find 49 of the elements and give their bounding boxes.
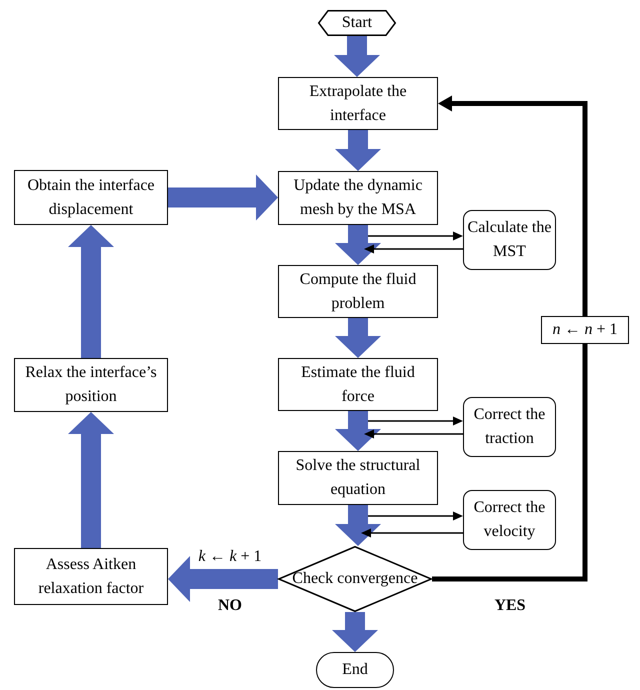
node-text: End (342, 660, 368, 680)
arrow (432, 96, 588, 582)
node-text: Estimate the fluid force (300, 362, 416, 406)
decision-diamond (278, 546, 432, 612)
node-text: Relax the interface’s position (24, 363, 158, 407)
block-arrow (334, 36, 380, 77)
block-arrow (168, 174, 278, 220)
block-arrow (68, 225, 114, 358)
process-box (278, 358, 438, 411)
edge-label: n ← n + 1 (541, 316, 629, 344)
process-box (14, 548, 168, 605)
terminal-box (316, 652, 394, 688)
branch-label: YES (494, 597, 526, 615)
subprocess-box (463, 210, 556, 270)
node-text: Correct the velocity (472, 498, 546, 542)
block-arrow (335, 318, 381, 358)
node-text: Solve the structural equation (294, 456, 422, 500)
node-text: Compute the fluid problem (298, 270, 418, 314)
arrow (364, 430, 463, 438)
terminal-hexagon (318, 10, 396, 36)
block-arrow (335, 130, 381, 171)
block-arrow (332, 612, 378, 652)
node-text: Extrapolate the interface (308, 82, 408, 126)
subprocess-box (463, 397, 556, 457)
node-text: Assess Aitken relaxation factor (37, 554, 145, 598)
arrow (368, 416, 463, 426)
block-arrow (335, 225, 381, 265)
process-box (278, 171, 438, 225)
node-text: Calculate the MST (466, 218, 552, 262)
block-arrow (68, 412, 114, 548)
process-box (278, 451, 438, 505)
node-text: Obtain the interface displacement (26, 176, 156, 220)
process-box (14, 358, 168, 412)
node-text: Correct the traction (472, 405, 546, 449)
process-box (14, 170, 168, 225)
arrow (364, 244, 463, 254)
branch-label: NO (218, 597, 242, 615)
node-text: Update the dynamic mesh by the MSA (292, 176, 424, 220)
arrow (361, 528, 463, 538)
process-box (278, 265, 438, 318)
arrow (368, 512, 463, 520)
block-arrow (335, 411, 381, 451)
node-text: Start (342, 13, 372, 33)
subprocess-box (463, 490, 556, 550)
block-arrow (168, 556, 278, 602)
process-box (278, 77, 438, 130)
block-arrow (335, 505, 381, 546)
arrow (368, 232, 463, 240)
node-text: Check convergence (292, 569, 418, 590)
